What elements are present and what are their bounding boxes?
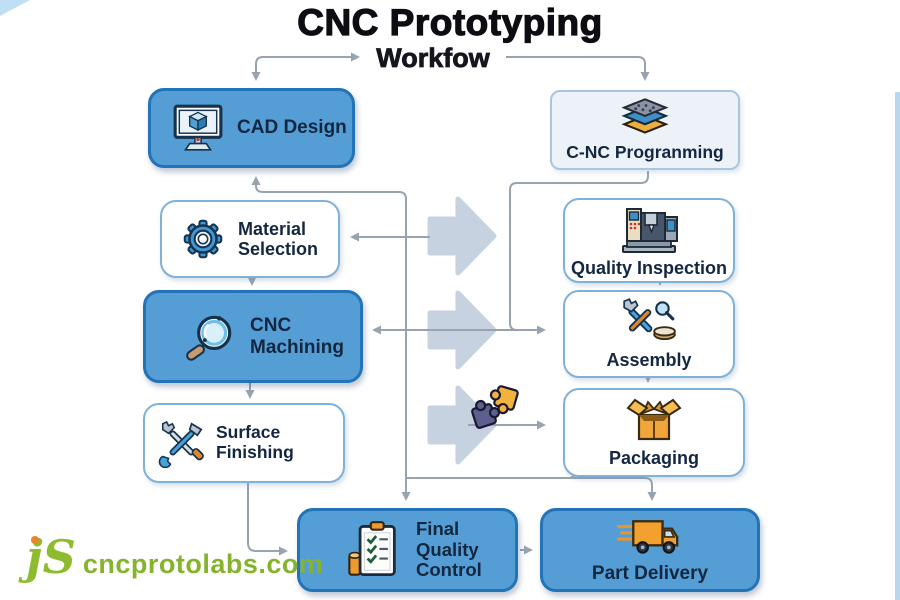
corner-decoration <box>0 0 30 16</box>
node-label: Final Quality Control <box>416 517 482 581</box>
clipboard-checklist-icon <box>346 520 402 580</box>
open-box-icon <box>626 397 682 445</box>
page-subtitle: Workfow <box>376 43 490 74</box>
watermark: jS cncprotolabs.com <box>26 534 323 580</box>
node-material-selection: Material Selection <box>160 200 340 278</box>
node-packaging: Packaging <box>563 388 745 477</box>
node-cnc-machining: CNC Machining <box>143 290 363 383</box>
node-label: Part Delivery <box>591 563 709 585</box>
puzzle-pieces-icon <box>471 385 519 429</box>
node-label: Quality Inspection <box>570 257 728 278</box>
assembly-tools-icon <box>620 297 678 347</box>
gear-icon <box>178 214 228 264</box>
node-label: C-NC Progranming <box>566 142 724 163</box>
crossed-tools-icon <box>157 418 207 468</box>
logo-dot-icon <box>31 536 39 544</box>
page-title: CNC Prototyping <box>297 1 603 43</box>
node-label: Material Selection <box>238 218 319 259</box>
node-label: CAD Design <box>237 117 347 139</box>
layer-stack-icon <box>618 97 672 139</box>
node-final-quality-control: Final Quality Control <box>297 508 518 592</box>
node-label: Packaging <box>608 447 700 468</box>
node-cnc-programming: C-NC Progranming <box>550 90 740 170</box>
cnc-machine-icon <box>616 203 682 255</box>
delivery-truck-icon <box>616 515 684 561</box>
node-label: Assembly <box>606 350 692 371</box>
node-label: CNC Machining <box>250 315 344 358</box>
monitor-cube-icon <box>171 103 225 153</box>
node-label: Surface Finishing <box>216 422 294 462</box>
edge-decoration <box>895 92 900 600</box>
logo-js: jS <box>26 530 76 584</box>
logo-site-text: cncprotolabs.com <box>82 549 324 579</box>
node-part-delivery: Part Delivery <box>540 508 760 592</box>
node-assembly: Assembly <box>563 290 735 378</box>
node-cad-design: CAD Design <box>148 88 355 168</box>
node-surface-finishing: Surface Finishing <box>143 403 345 483</box>
magnifier-icon <box>180 309 238 365</box>
node-quality-inspection: Quality Inspection <box>563 198 735 283</box>
